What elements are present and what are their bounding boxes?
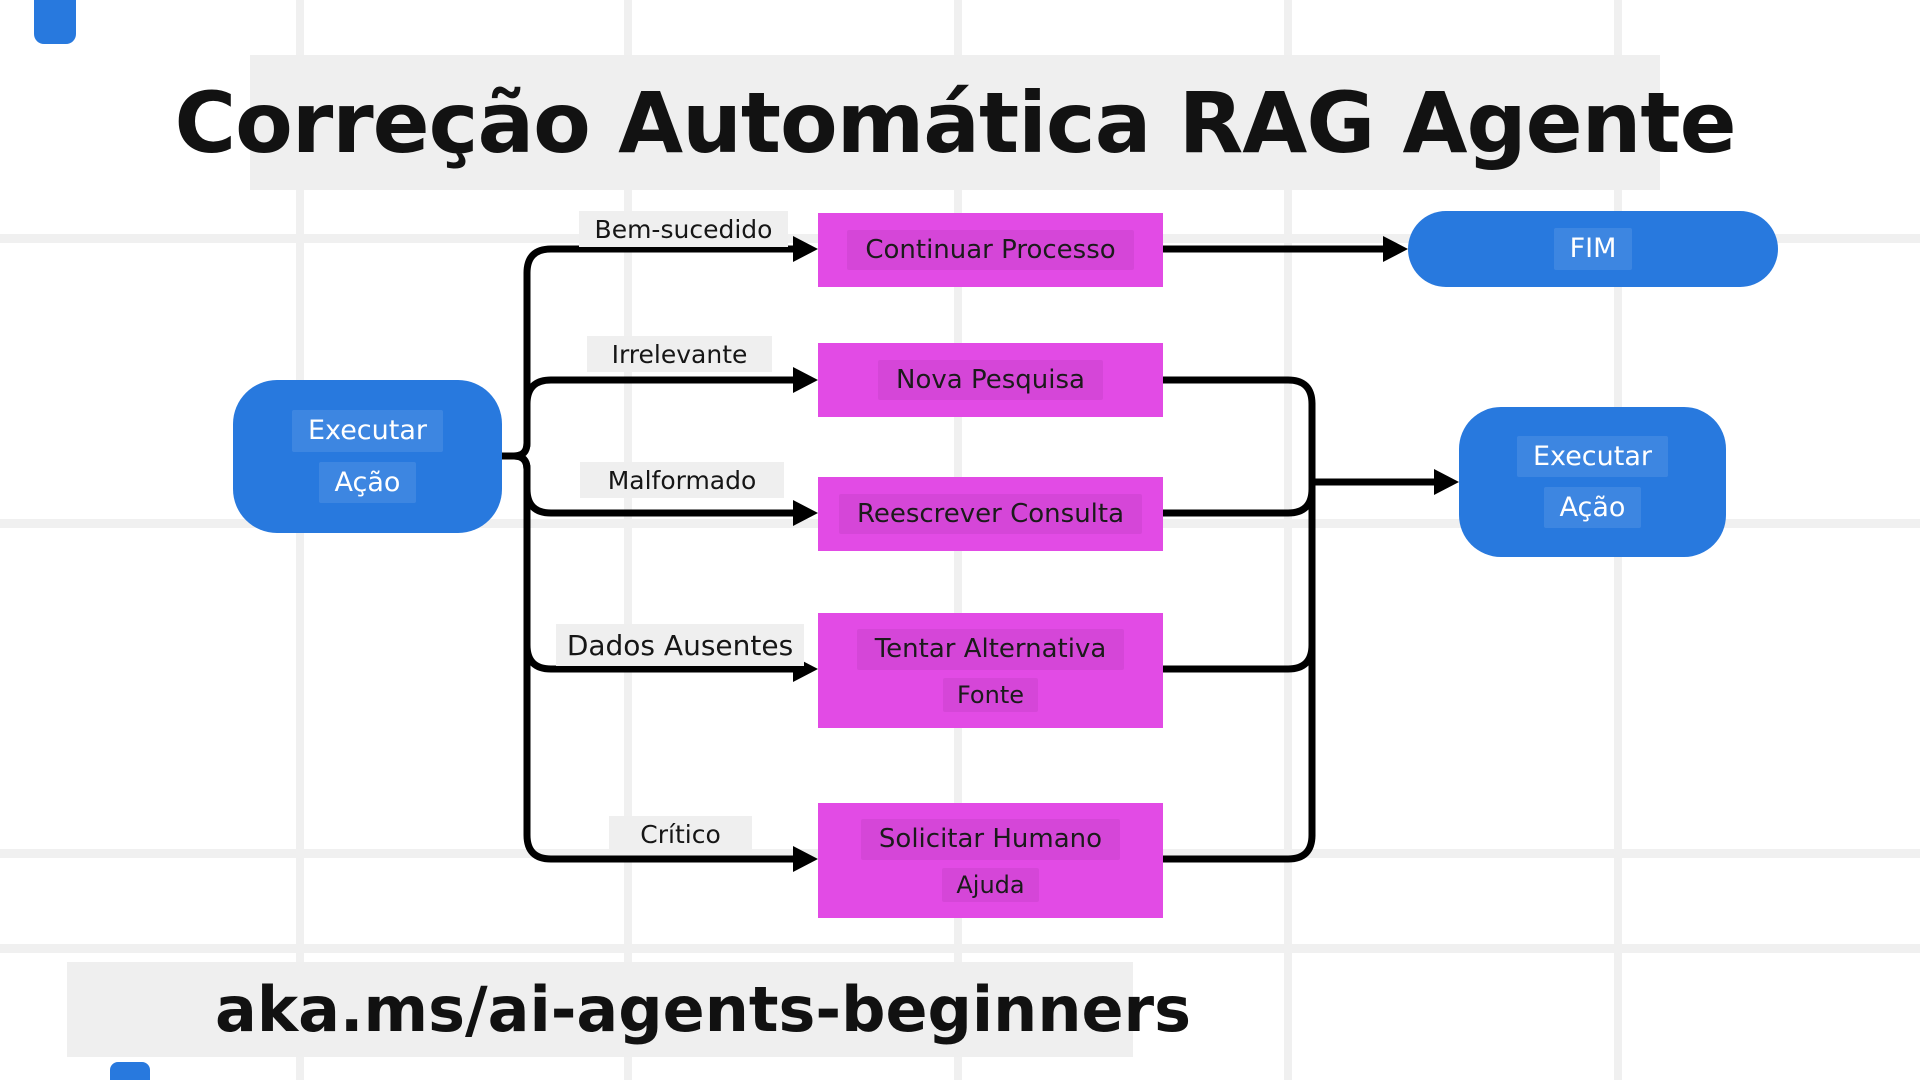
right-node-line2: Ação bbox=[1543, 487, 1642, 529]
action-node-tentar-alternativa-fonte: Tentar Alternativa Fonte bbox=[818, 613, 1163, 728]
action-node-text: Solicitar Humano bbox=[860, 819, 1121, 860]
branch-label-dados-ausentes: Dados Ausentes bbox=[556, 624, 804, 666]
title-band: Correção Automática RAG Agente bbox=[174, 55, 1737, 190]
connector-branch-critico bbox=[498, 452, 810, 863]
branch-label-critico: Crítico bbox=[609, 816, 752, 852]
branch-label-malformado: Malformado bbox=[580, 462, 784, 498]
arrowhead bbox=[1434, 469, 1459, 495]
grid-line-horizontal bbox=[0, 944, 1920, 953]
arrowhead bbox=[793, 846, 818, 872]
arrowhead bbox=[793, 367, 818, 393]
grid-line-vertical bbox=[624, 0, 632, 1080]
action-node-text-line2: Fonte bbox=[942, 677, 1039, 712]
right-node-line1: Executar bbox=[1516, 435, 1668, 477]
action-node-continuar-processo: Continuar Processo bbox=[818, 213, 1163, 287]
action-node-text-line2: Ajuda bbox=[942, 867, 1039, 902]
connector-merge-reescrever bbox=[1159, 485, 1316, 517]
footer-link-text: aka.ms/ai-agents-beginners bbox=[215, 973, 1191, 1046]
start-node-line2: Ação bbox=[318, 461, 417, 503]
start-node-executar-acao: Executar Ação bbox=[233, 380, 502, 533]
edge-node-fragment-bottom bbox=[110, 1062, 150, 1080]
end-node-fim: FIM bbox=[1408, 211, 1778, 287]
footer-band: aka.ms/ai-agents-beginners bbox=[67, 962, 1191, 1057]
arrowhead bbox=[1383, 236, 1408, 262]
branch-label-irrelevante: Irrelevante bbox=[587, 336, 772, 372]
start-node-line1: Executar bbox=[291, 410, 443, 452]
branch-label-bem-sucedido: Bem-sucedido bbox=[579, 211, 788, 247]
connector-merge-nova-pesquisa bbox=[1159, 376, 1316, 408]
connector-branch-irrelevante bbox=[498, 376, 810, 460]
fim-label: FIM bbox=[1553, 228, 1633, 270]
grid-line-vertical bbox=[296, 0, 304, 1080]
connector-merge-solicitar bbox=[1159, 831, 1316, 863]
action-node-text: Continuar Processo bbox=[847, 229, 1134, 271]
action-node-nova-pesquisa: Nova Pesquisa bbox=[818, 343, 1163, 417]
diagram-title: Correção Automática RAG Agente bbox=[174, 73, 1736, 172]
action-node-text: Reescrever Consulta bbox=[838, 493, 1143, 535]
right-node-executar-acao: Executar Ação bbox=[1459, 407, 1726, 557]
edge-node-fragment-top bbox=[34, 0, 76, 44]
grid-line-vertical bbox=[1284, 0, 1292, 1080]
connector-merge-tentar bbox=[1159, 641, 1316, 673]
arrowhead bbox=[793, 500, 818, 526]
arrowhead bbox=[793, 236, 818, 262]
action-node-solicitar-humano-ajuda: Solicitar Humano Ajuda bbox=[818, 803, 1163, 918]
action-node-reescrever-consulta: Reescrever Consulta bbox=[818, 477, 1163, 551]
action-node-text: Tentar Alternativa bbox=[856, 629, 1125, 670]
action-node-text: Nova Pesquisa bbox=[878, 359, 1103, 401]
